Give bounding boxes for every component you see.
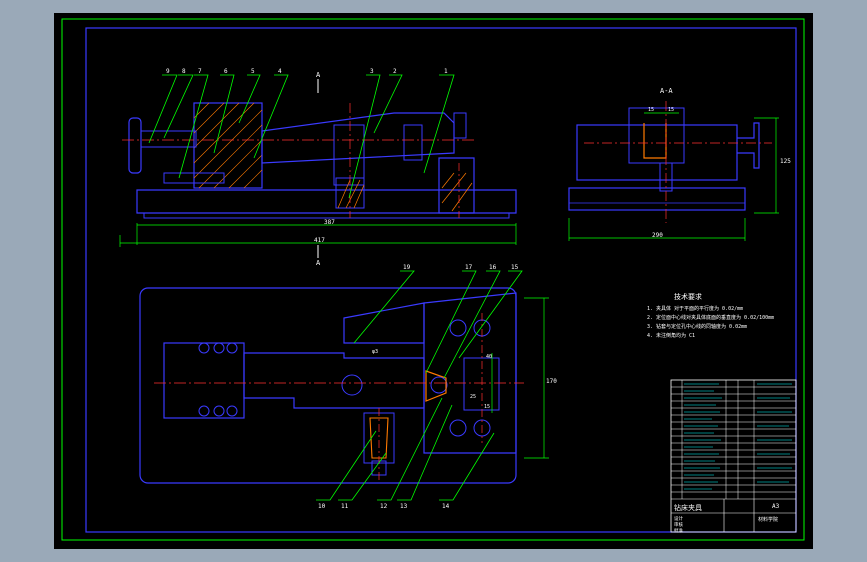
dim-15a: 15: [648, 107, 654, 113]
drawing-name: 钻床夹具: [674, 503, 702, 512]
plan-balloon: 17: [465, 264, 473, 271]
dim-15: 15: [484, 404, 490, 410]
side-view-title: A-A: [660, 87, 673, 95]
tech-line: 1. 夹具体 对于平面的平行度为 0.02/mm: [647, 305, 743, 312]
role-label: 审核: [674, 521, 683, 528]
dim-15b: 15: [668, 107, 674, 113]
school-name: 材料学院: [758, 516, 778, 523]
dim-417: 417: [314, 237, 325, 244]
plan-view: 19 17 16 15 10 11 12 13 14 170 40 25 15 …: [139, 264, 557, 510]
front-balloon: 5: [251, 68, 255, 75]
dim-170: 170: [546, 378, 557, 385]
role-label: 设计: [674, 515, 683, 522]
sheet-size: A3: [772, 503, 780, 510]
role-label: 批准: [674, 527, 683, 534]
dim-25: 25: [470, 394, 476, 400]
base-plate: [136, 189, 517, 214]
plan-balloon: 12: [380, 503, 388, 510]
dim-phi: φ3: [372, 349, 378, 355]
dim-125: 125: [780, 158, 791, 165]
front-balloon: 3: [370, 68, 374, 75]
plan-balloon: 10: [318, 503, 326, 510]
front-balloon: 2: [393, 68, 397, 75]
bom-rows: [671, 380, 796, 500]
front-balloon: 7: [198, 68, 202, 75]
front-balloon: 8: [182, 68, 186, 75]
front-leaders: [148, 74, 455, 199]
drawing-sheet: A A 9 8 7 6 5 4 3 2 1: [54, 13, 813, 549]
plan-leaders: [316, 270, 523, 501]
fixture-body: [193, 102, 263, 189]
dim-387: 387: [324, 219, 335, 226]
cad-drawing: A A 9 8 7 6 5 4 3 2 1: [61, 18, 805, 541]
plan-balloon: 13: [400, 503, 408, 510]
dim-40: 40: [486, 354, 492, 360]
tech-line: 2. 定位面中心线对夹具体底面的垂直度为 0.02/100mm: [647, 314, 774, 321]
plan-base-outline: [139, 287, 517, 484]
plan-balloon: 19: [403, 264, 411, 271]
plan-clamp-arm: [243, 352, 425, 409]
plan-balloon: 16: [489, 264, 497, 271]
handle-knob: [128, 117, 142, 174]
side-body: [576, 124, 738, 181]
front-balloon: 4: [278, 68, 282, 75]
plan-balloon: 11: [341, 503, 349, 510]
outer-frame: [61, 18, 805, 541]
side-base: [568, 187, 746, 211]
front-balloon: 9: [166, 68, 170, 75]
plan-balloon: 15: [511, 264, 519, 271]
front-balloon: 1: [444, 68, 448, 75]
front-view: A A 9 8 7 6 5 4 3 2 1: [119, 68, 517, 267]
plan-balloon: 14: [442, 503, 450, 510]
title-block: 钻床夹具 A3 材料学院 设计 审核 批准: [670, 379, 797, 534]
side-handle: [737, 122, 760, 169]
body-hatch: [193, 102, 263, 189]
front-balloon: 6: [224, 68, 228, 75]
section-label-top: A: [316, 71, 321, 79]
side-view: A-A 290 125 15 15: [568, 87, 791, 241]
tech-line: 3. 钻套与定位孔中心线的同轴度为 0.02mm: [647, 323, 747, 330]
tech-line: 4. 未注倒角均为 C1: [647, 332, 695, 339]
section-label-bottom: A: [316, 259, 321, 267]
tech-title: 技术要求: [674, 292, 702, 301]
dim-290: 290: [652, 232, 663, 239]
technical-requirements: 技术要求 1. 夹具体 对于平面的平行度为 0.02/mm 2. 定位面中心线对…: [647, 292, 774, 339]
inner-frame: [85, 27, 797, 533]
clamp-arm: [261, 112, 455, 164]
